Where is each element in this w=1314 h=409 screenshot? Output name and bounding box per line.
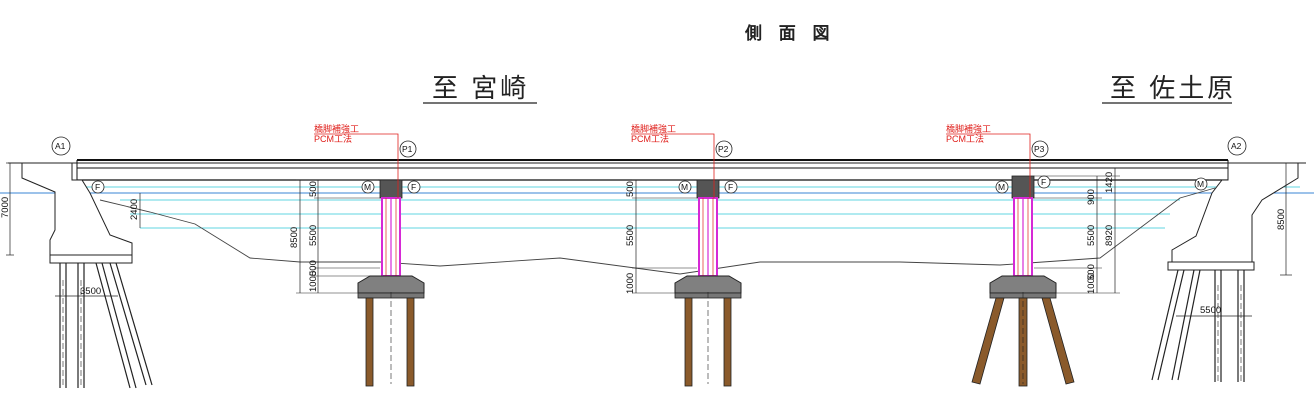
- dim-p3-top: 900: [1086, 189, 1097, 205]
- pier-p1: [357, 179, 425, 387]
- support-label-a1: A1: [55, 141, 66, 151]
- bearing-p1-movable: M: [364, 182, 371, 192]
- bearing-p3-fixed: F: [1041, 177, 1046, 187]
- dim-p1-lower: 500: [308, 260, 319, 276]
- dim-p3-upper: 1420: [1104, 172, 1115, 193]
- abutment-a1: [21, 162, 153, 389]
- dim-a2-footing: 5500: [1200, 305, 1221, 316]
- dim-p1-top: 500: [308, 181, 319, 197]
- dim-p3-middle: 5500: [1086, 225, 1097, 246]
- destination-left-label: 至 宮崎: [432, 73, 529, 103]
- repair-note-p3-line1: 橋脚補強工: [946, 123, 991, 134]
- bearing-p1-fixed: F: [411, 182, 416, 192]
- repair-note-p3-line2: PCM工法: [946, 133, 984, 144]
- repair-note-p1-line1: 橋脚補強工: [314, 123, 359, 134]
- bearing-a1-circle: [91, 180, 105, 194]
- dim-p3-lower: 500: [1086, 264, 1097, 280]
- dim-a1-footing: 3500: [80, 286, 101, 297]
- bearing-a1-mark: F: [95, 182, 100, 192]
- repair-note-p2-line1: 橋脚補強工: [631, 123, 676, 134]
- dim-p1-middle: 5500: [308, 225, 319, 246]
- abutment-a2: [1151, 162, 1299, 382]
- dim-a2-height: 8500: [1276, 209, 1287, 230]
- dim-p2-base: 1000: [625, 273, 636, 294]
- support-label-p1: P1: [402, 144, 413, 154]
- destination-right-label: 至 佐土原: [1110, 73, 1236, 103]
- riverbed-profile: [99, 187, 1216, 275]
- support-label-p3: P3: [1034, 144, 1045, 154]
- dim-p1-base: 1000: [308, 271, 319, 292]
- bearing-p2-movable: M: [681, 182, 688, 192]
- support-label-p2: P2: [718, 144, 729, 154]
- repair-note-p1-line2: PCM工法: [314, 133, 352, 144]
- bearing-a2-movable: M: [1197, 179, 1204, 189]
- pier-p2: [674, 179, 742, 387]
- pier-p3: [971, 175, 1075, 387]
- support-label-a1-circle: [51, 136, 71, 156]
- dim-a1-height: 7000: [0, 197, 11, 218]
- dim-p1-total: 8500: [289, 227, 300, 248]
- dim-p2-top: 500: [625, 181, 636, 197]
- water-level-lines: [0, 186, 1314, 229]
- support-label-a2: A2: [1231, 141, 1242, 151]
- bearing-p3-movable: M: [998, 182, 1005, 192]
- bearing-p2-fixed: F: [728, 182, 733, 192]
- repair-note-p2-line2: PCM工法: [631, 133, 669, 144]
- dim-a1-inner: 2400: [129, 199, 140, 220]
- dim-p2-middle: 5500: [625, 225, 636, 246]
- dim-p3-base: 1000: [1086, 273, 1097, 294]
- dim-p3-total: 8920: [1104, 225, 1115, 246]
- drawing-title: 側 面 図: [744, 23, 835, 43]
